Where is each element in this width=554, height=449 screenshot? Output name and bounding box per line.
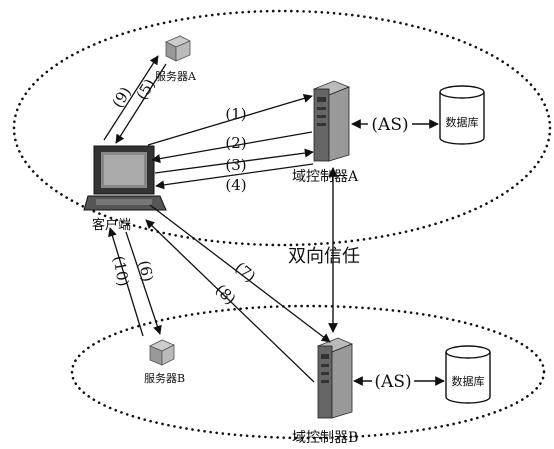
server-b-label: 服务器B	[144, 372, 185, 385]
step-1-label: (1)	[225, 105, 246, 123]
server-b-icon	[150, 340, 174, 365]
step-9-label: (9)	[108, 84, 135, 112]
dc-b-label: 域控制器B	[292, 430, 358, 446]
dc-a-label: 域控制器A	[292, 169, 359, 185]
step-7-label: (7)	[231, 258, 259, 285]
as-label-a: (AS)	[371, 115, 408, 135]
step-8-label: (8)	[212, 281, 240, 309]
db-a-label: 数据库	[446, 115, 479, 129]
database-a-icon	[440, 86, 484, 144]
step-2-label: (2)	[225, 134, 246, 152]
step-6-label: (6)	[135, 259, 156, 283]
step-3-label: (3)	[225, 156, 246, 174]
domain-controller-b-icon	[318, 338, 352, 418]
step-10-label: (10)	[109, 254, 132, 287]
trust-label: 双向信任	[288, 246, 360, 267]
client-computer-icon	[84, 146, 166, 210]
step-4-label: (4)	[225, 176, 246, 194]
domain-controller-a-icon	[314, 81, 349, 161]
server-a-icon	[166, 36, 190, 61]
as-label-b: (AS)	[374, 372, 411, 392]
db-b-label: 数据库	[452, 374, 485, 388]
client-label: 客户端	[92, 217, 131, 233]
